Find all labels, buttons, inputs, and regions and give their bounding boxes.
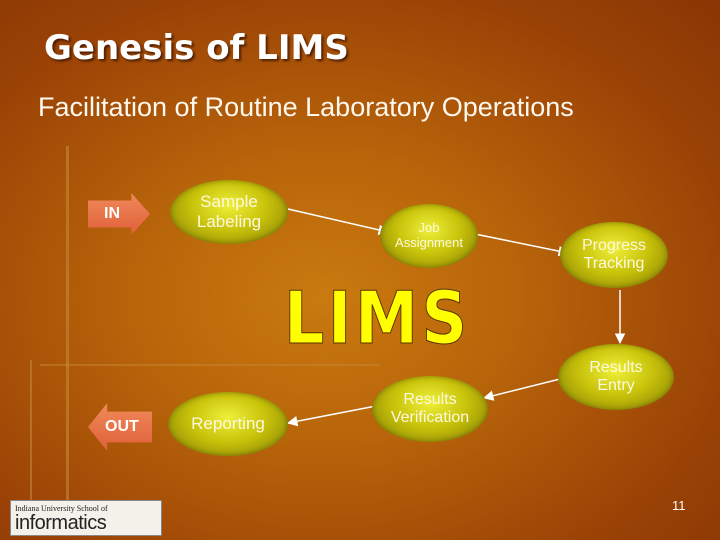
logo-informatics-word: informatics	[15, 512, 107, 534]
node-reporting: Reporting	[168, 392, 288, 456]
lims-center-label: LIMS	[284, 276, 471, 361]
logo-school-line: Indiana University School of	[15, 504, 108, 513]
node-job-assignment-label: Job Assignment	[395, 220, 463, 250]
slide-subtitle: Facilitation of Routine Laboratory Opera…	[38, 92, 574, 122]
slide-title: Genesis of LIMS	[44, 28, 349, 68]
node-progress-tracking: Progress Tracking	[560, 222, 668, 288]
node-job-assignment: Job Assignment	[380, 204, 478, 268]
decor-horizontal-line	[40, 364, 380, 366]
arrow-verification-to-reporting	[286, 405, 377, 427]
node-sample-labeling: Sample Labeling	[170, 180, 288, 244]
informatics-logo: Indiana University School of informatics	[10, 500, 162, 536]
arrow-labeling-to-job	[287, 208, 390, 235]
arrow-entry-to-verification	[482, 376, 569, 401]
node-results-verification: Results Verification	[372, 376, 488, 442]
node-progress-tracking-label: Progress Tracking	[581, 236, 647, 272]
node-reporting-label: Reporting	[191, 414, 265, 434]
node-sample-labeling-label: Sample Labeling	[196, 192, 262, 231]
out-label: OUT	[105, 418, 139, 435]
node-results-entry: Results Entry	[558, 344, 674, 410]
decor-vertical-line-2	[30, 360, 32, 510]
arrow-job-to-progress	[474, 233, 570, 257]
decor-vertical-line	[66, 146, 69, 536]
node-results-verification-label: Results Verification	[390, 390, 470, 426]
node-results-entry-label: Results Entry	[589, 358, 643, 394]
page-number: 11	[672, 498, 686, 513]
in-label: IN	[104, 205, 120, 222]
